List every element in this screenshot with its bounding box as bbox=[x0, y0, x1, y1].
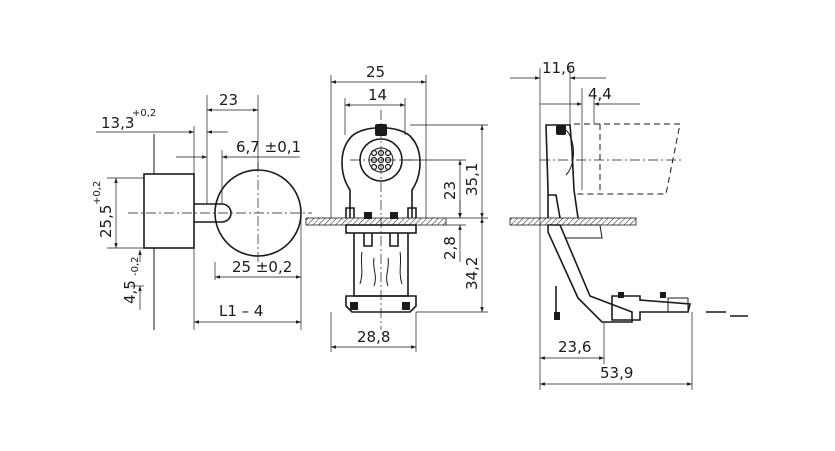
dim-34-2-label: 34,2 bbox=[463, 257, 481, 290]
right-view: 11,6 4,4 23,6 53,9 bbox=[509, 59, 748, 390]
dim-6-7-label: 6,7 ±0,1 bbox=[236, 138, 301, 156]
dim-4-4-label: 4,4 bbox=[588, 85, 612, 103]
dim-2-8-label: 2,8 bbox=[441, 236, 459, 260]
dim-23-label: 23 bbox=[441, 181, 459, 200]
middle-view: 25 14 23 35,1 2,8 34,2 28,8 bbox=[305, 63, 488, 352]
dim-35-1-label: 35,1 bbox=[463, 163, 481, 196]
dim-13-3-tolerance: +0,2 bbox=[132, 108, 156, 119]
middle-panel bbox=[305, 217, 447, 226]
dim-25-5-tolerance: +0,2 bbox=[92, 181, 103, 205]
dim-13-3-label: 13,3 bbox=[101, 114, 134, 132]
dim-25-label: 25 bbox=[366, 63, 385, 81]
dim-23-6-label: 23,6 bbox=[558, 338, 591, 356]
dim-53-9-label: 53,9 bbox=[600, 364, 633, 382]
dim-25-5-label: 25,5 bbox=[97, 205, 115, 238]
dim-11-6-label: 11,6 bbox=[542, 59, 575, 77]
socket-bottom-connector bbox=[345, 295, 417, 313]
dim-l1-label: L1 – 4 bbox=[219, 302, 263, 320]
right-bracket bbox=[547, 224, 633, 323]
dim-4-5-label: 4,5 bbox=[121, 280, 139, 304]
lamp-outline bbox=[574, 123, 681, 195]
dim-14-label: 14 bbox=[368, 86, 387, 104]
dim-28-8-label: 28,8 bbox=[357, 328, 390, 346]
dim-4-5-tolerance: -0,2 bbox=[130, 256, 141, 276]
left-view: 23 13,3 +0,2 6,7 ±0,1 25,5 +0,2 4,5 -0,2… bbox=[92, 91, 312, 330]
right-socket-upper bbox=[545, 124, 579, 219]
dim-25-tol-label: 25 ±0,2 bbox=[232, 258, 292, 276]
right-panel bbox=[509, 217, 637, 226]
left-housing bbox=[143, 173, 195, 249]
dim-23-label: 23 bbox=[219, 91, 238, 109]
